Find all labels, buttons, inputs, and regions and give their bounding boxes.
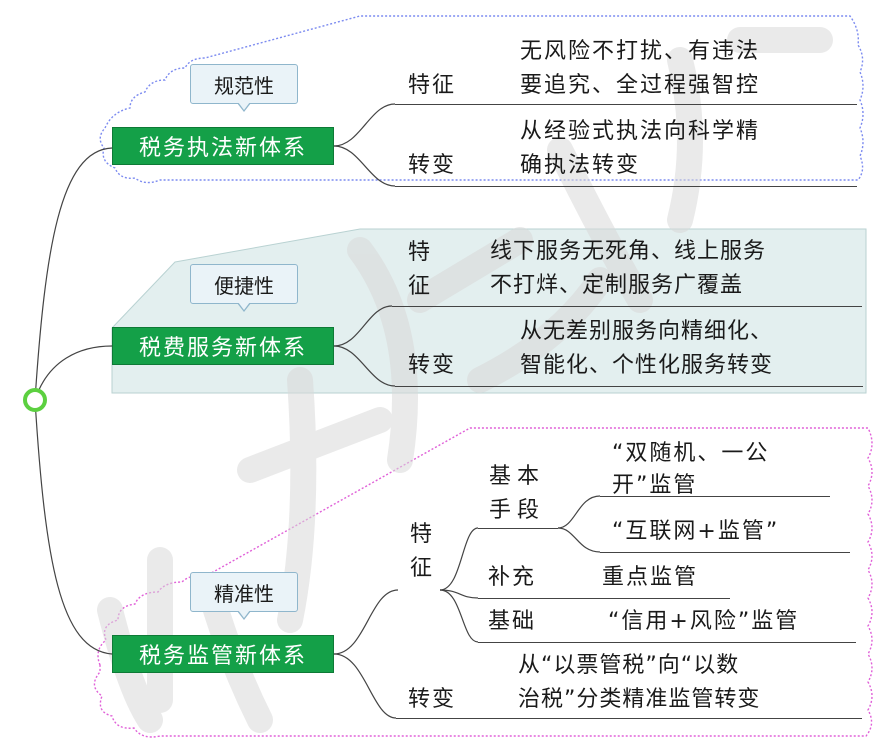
branch-3-tag-label: 精准性 (214, 581, 274, 606)
branch-1-connectors (333, 103, 396, 187)
branch-1-change-line-1: 从经验式执法向科学精 (520, 119, 761, 144)
branch-3-basic-label: 基本手段 (488, 464, 545, 523)
branch-2-tag-label: 便捷性 (214, 273, 274, 298)
branch-2-change-line-2: 智能化、个性化服务转变 (520, 353, 774, 378)
branch-2-feature-underline (392, 306, 862, 307)
branch-2-feature-label: 特征 (407, 240, 430, 299)
branch-3-change-line-2: 治税”分类精准监管转变 (518, 687, 761, 712)
branch-2-connectors (333, 305, 396, 387)
root-connectors (34, 147, 113, 655)
branch-2-change-underline (395, 386, 863, 387)
root-node[interactable] (23, 388, 47, 412)
branch-2-change-line-1: 从无差别服务向精细化、 (520, 319, 774, 344)
branch-3-tag[interactable]: 精准性 (190, 572, 298, 620)
branch-1-change-underline (395, 186, 857, 187)
branch-1-cloud-boundary (99, 15, 864, 184)
branch-3-cloud-boundary (93, 427, 873, 738)
branch-3-basic-item1-underline (600, 496, 830, 497)
branch-1-tag-label: 规范性 (214, 73, 274, 98)
branch-3-basic-item-1-line-1: “双随机、一公 (612, 441, 770, 466)
branch-3-supplement-text: 重点监管 (602, 565, 699, 590)
branch-3-supplement-label: 补充 (488, 565, 537, 590)
branch-1-feature-line-2: 要追究、全过程强智控 (520, 73, 761, 98)
branch-3-title-label: 税务监管新体系 (138, 644, 307, 669)
branch-1-feature-label: 特征 (408, 73, 457, 98)
branch-3-foundation-underline (478, 642, 856, 643)
branch-2-title[interactable]: 税费服务新体系 (112, 327, 334, 365)
branch-1-title[interactable]: 税务执法新体系 (112, 127, 334, 165)
branch-3-foundation-label: 基础 (488, 609, 537, 634)
branch-3-change-underline (396, 718, 862, 719)
branch-2-tag[interactable]: 便捷性 (190, 264, 298, 312)
branch-1-feature-line-1: 无风险不打扰、有违法 (520, 39, 761, 64)
branch-2-feature-line-2: 不打烊、定制服务广覆盖 (490, 273, 744, 298)
branch-3-connectors (333, 495, 601, 719)
branch-2-change-label: 转变 (408, 353, 457, 378)
branch-1-tag[interactable]: 规范性 (190, 64, 298, 112)
branch-1-change-line-2: 确执法转变 (520, 153, 641, 178)
branch-3-basic-item2-underline (600, 552, 850, 553)
branch-3-supplement-underline (478, 598, 730, 599)
branch-3-basic-item-1-line-2: 开”监管 (612, 473, 698, 498)
branch-3-basic-underline (478, 528, 558, 529)
branch-3-change-label: 转变 (408, 687, 457, 712)
branch-3-title[interactable]: 税务监管新体系 (112, 635, 334, 673)
branch-1-feature-underline (395, 104, 857, 105)
branch-1-change-label: 转变 (408, 153, 457, 178)
branch-2-title-label: 税费服务新体系 (138, 336, 307, 361)
branch-1-title-label: 税务执法新体系 (138, 136, 307, 161)
branch-3-change-line-1: 从“以票管税”向“以数 (518, 653, 740, 678)
branch-3-basic-item-2: “互联网+监管” (612, 519, 780, 544)
branch-3-feature-label: 特征 (409, 522, 432, 581)
branch-3-foundation-text: “信用+风险”监管 (608, 609, 800, 634)
branch-2-feature-line-1: 线下服务无死角、线上服务 (490, 239, 767, 264)
